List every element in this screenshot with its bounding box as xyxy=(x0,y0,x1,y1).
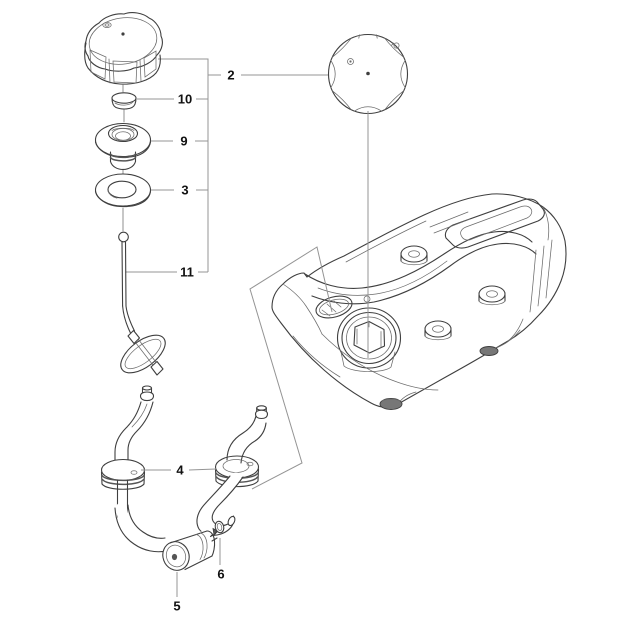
callout-labels: 2 10 9 3 11 4 5 6 xyxy=(173,68,234,614)
tank-mount-boss xyxy=(478,285,506,306)
tank-mount-boss xyxy=(400,245,428,266)
retainer-rod xyxy=(121,241,127,307)
lower-callout-leader-lines xyxy=(141,468,221,597)
fuel-tank-icon xyxy=(271,193,567,410)
seal-cup-icon xyxy=(111,92,137,110)
cap-retainer-icon xyxy=(118,231,166,376)
cap-knurl-facet xyxy=(89,49,107,80)
fuel-line-grommet-left-icon xyxy=(100,385,155,520)
callout-bracket-lines xyxy=(126,58,328,273)
callout-3-label: 3 xyxy=(181,183,188,198)
cap-center-dot xyxy=(121,32,125,36)
cap-center-dot xyxy=(366,71,370,76)
grommet-pin-hole xyxy=(130,470,138,475)
nipple-cap xyxy=(256,405,267,411)
hose-clip-icon xyxy=(213,520,225,537)
filler-grommet-icon xyxy=(94,122,152,171)
tank-foot xyxy=(379,398,403,410)
nipple-cap xyxy=(141,385,153,391)
grommet-pin-hole xyxy=(246,461,254,467)
hose-open-end xyxy=(227,515,236,527)
cap-edge-tab xyxy=(393,42,400,49)
fuel-hose-left xyxy=(114,502,172,553)
fuel-line-grommet-right-icon xyxy=(214,405,269,489)
callout-5-label: 5 xyxy=(173,599,180,614)
callout-6-label: 6 xyxy=(217,567,224,582)
assembly-axis-line xyxy=(122,84,125,232)
cap-vent-hole xyxy=(347,58,354,65)
fuel-cap-top-view-icon xyxy=(327,33,409,115)
callout-4-label: 4 xyxy=(176,463,184,478)
fuel-cap-side-view-icon xyxy=(84,12,163,85)
retainer-loop xyxy=(120,334,166,374)
fuel-filter-icon xyxy=(162,527,219,571)
fuel-line-assembly xyxy=(100,385,269,571)
retainer-ball xyxy=(118,231,129,243)
callout-2-label: 2 xyxy=(227,68,234,83)
fuel-hose-right xyxy=(196,472,244,537)
tank-filler-neck xyxy=(336,307,402,372)
tank-foot xyxy=(479,346,499,356)
cap-knurl-facet xyxy=(143,50,157,78)
gasket-ring-icon xyxy=(94,173,152,208)
tank-mount-boss xyxy=(424,320,452,341)
filter-inlet-hole xyxy=(171,553,178,561)
callout-11-label: 11 xyxy=(180,265,194,280)
cap-vent-hole xyxy=(102,22,112,28)
tank-grommet-hole xyxy=(315,295,353,319)
callout-9-label: 9 xyxy=(180,134,187,149)
tank-hole-projection-lines xyxy=(249,246,333,490)
cap-knurl-facet xyxy=(112,60,138,84)
tank-nub xyxy=(363,295,371,303)
callout-10-label: 10 xyxy=(178,92,192,107)
